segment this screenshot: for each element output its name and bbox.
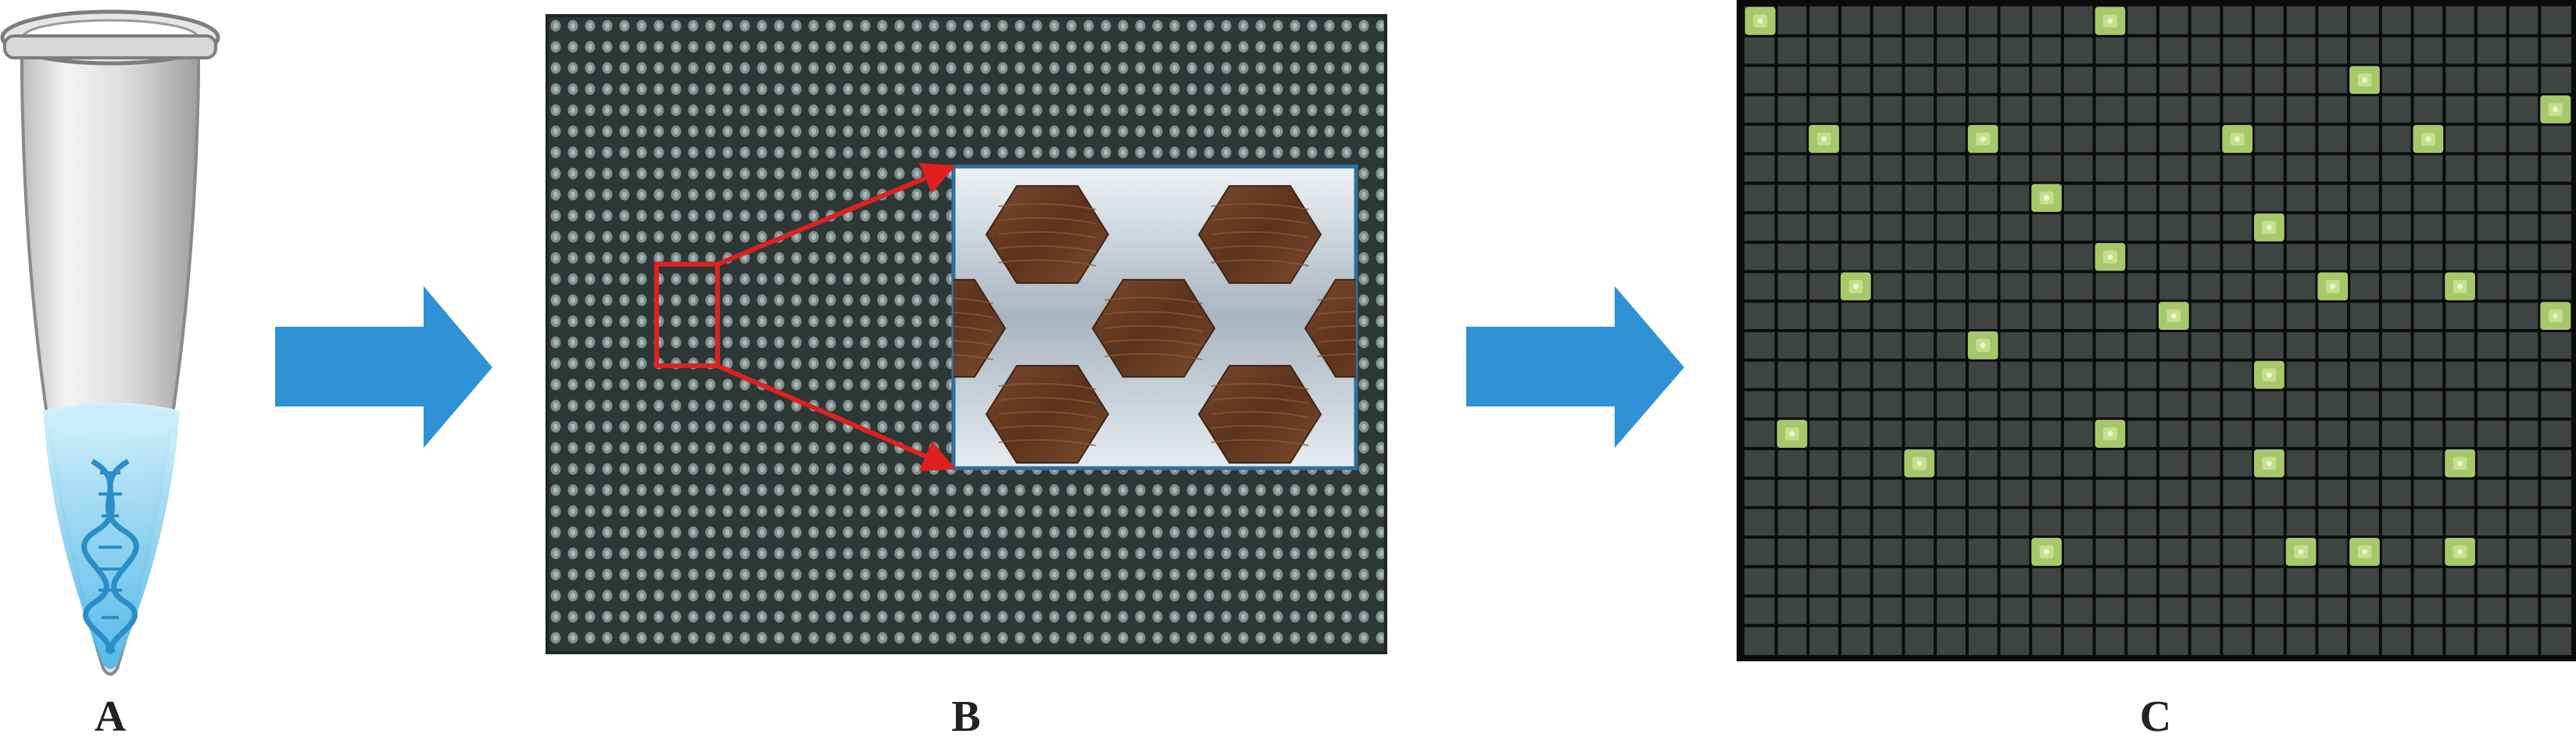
panel-a-tube: A: [0, 9, 220, 741]
positive-partition: [2159, 302, 2189, 330]
positive-partition: [2445, 272, 2475, 301]
hexagon-well-icon: [1197, 364, 1322, 464]
panel-label-a: A: [95, 693, 127, 741]
hexagon-well-icon: [985, 364, 1110, 464]
zoom-connector-upper: [716, 163, 956, 267]
hexagon-well-icon: [1091, 278, 1216, 378]
panel-label-b: B: [951, 693, 980, 741]
positive-partition: [2317, 272, 2349, 301]
positive-partition: [2285, 538, 2317, 566]
positive-partition: [1967, 124, 1998, 153]
positive-partition: [2031, 538, 2062, 566]
hexagon-well-icon: [1197, 184, 1322, 285]
positive-partition: [1904, 449, 1935, 478]
magnified-wells-inset: [951, 164, 1358, 471]
hexagon-well-icon: [985, 184, 1110, 285]
zoom-connector-lower: [716, 363, 956, 471]
hexagon-well-icon: [953, 278, 1007, 378]
positive-partition: [2222, 124, 2253, 153]
positive-partition: [2413, 124, 2444, 153]
microcentrifuge-tube-icon: [0, 9, 220, 676]
positive-partition: [2254, 360, 2284, 389]
zoom-selection-box: [654, 262, 720, 368]
positive-partition: [2349, 538, 2380, 566]
positive-partition: [2254, 449, 2284, 478]
positive-partition: [1841, 272, 1871, 301]
positive-partition: [1745, 7, 1776, 35]
positive-partition: [2349, 66, 2380, 95]
positive-partition: [2254, 213, 2284, 242]
positive-partition: [2031, 184, 2062, 213]
panel-c-fluorescence-grid: C: [1737, 0, 2576, 741]
positive-partition: [2540, 95, 2571, 123]
positive-partition: [1809, 124, 1840, 153]
dna-helix-icon: [81, 458, 139, 655]
hexagon-well-icon: [1304, 278, 1356, 378]
right-arrow-icon: [275, 286, 492, 448]
positive-partition: [2095, 7, 2126, 35]
positive-partition: [1776, 420, 1808, 448]
panel-label-c: C: [2140, 693, 2171, 741]
positive-partition: [2445, 538, 2475, 566]
right-arrow-icon: [1466, 286, 1684, 448]
positive-partition: [1967, 331, 1998, 360]
positive-partition: [2095, 420, 2126, 448]
positive-partition: [2540, 302, 2571, 330]
positive-partition: [2095, 242, 2126, 271]
panel-b-microwell-array: B: [546, 14, 1387, 741]
positive-partition: [2445, 449, 2475, 478]
